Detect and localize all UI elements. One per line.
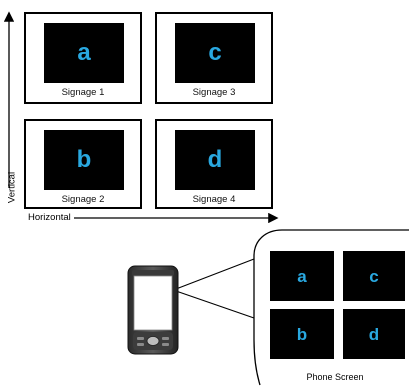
phone-tile-c: c xyxy=(343,251,405,301)
signage-4-screen: d xyxy=(175,130,255,190)
vertical-axis-label: Vertical xyxy=(6,171,18,204)
signage-1-letter: a xyxy=(77,39,91,66)
signage-1: a Signage 1 xyxy=(24,12,142,104)
phone-tile-a-letter: a xyxy=(297,266,307,286)
signage-4: d Signage 4 xyxy=(155,119,273,209)
signage-2: b Signage 2 xyxy=(24,119,142,209)
signage-2-letter: b xyxy=(76,146,92,173)
phone-tile-b-letter: b xyxy=(296,324,308,344)
smartphone-icon xyxy=(127,265,179,355)
phone-tile-a: a xyxy=(270,251,334,301)
phone-tile-d: d xyxy=(343,309,405,359)
phone-screen-label: Phone Screen xyxy=(306,372,364,382)
signage-4-label: Signage 4 xyxy=(192,194,236,205)
signage-1-label: Signage 1 xyxy=(61,87,105,98)
callout-pointer xyxy=(175,258,255,319)
phone-tile-c-letter: c xyxy=(369,266,379,286)
signage-3-label: Signage 3 xyxy=(192,87,236,98)
signage-2-screen: b xyxy=(44,130,124,190)
signage-3: c Signage 3 xyxy=(155,12,273,104)
signage-3-letter: c xyxy=(208,39,222,66)
signage-1-screen: a xyxy=(44,23,124,83)
horizontal-axis-label: Horizontal xyxy=(28,212,71,223)
phone-tile-d-letter: d xyxy=(368,324,380,344)
signage-2-label: Signage 2 xyxy=(61,194,105,205)
phone-screen-callout-bubble xyxy=(253,229,409,386)
phone-tile-b: b xyxy=(270,309,334,359)
signage-3-screen: c xyxy=(175,23,255,83)
signage-4-letter: d xyxy=(207,146,223,173)
